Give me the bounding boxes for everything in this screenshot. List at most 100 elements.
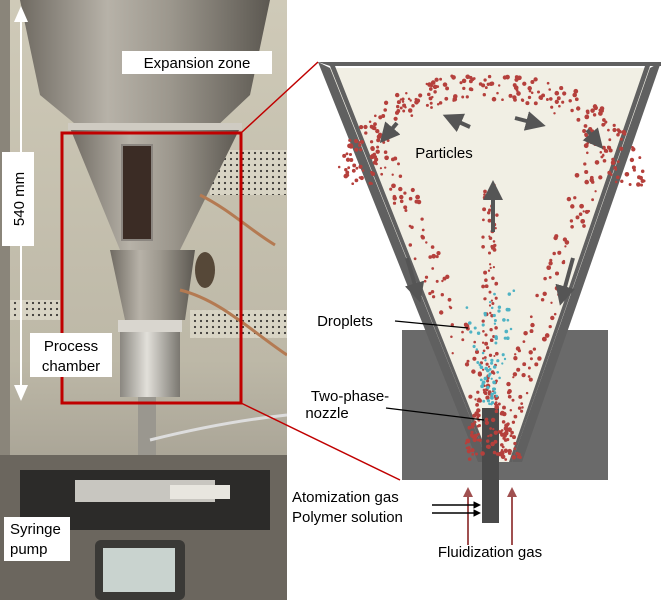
particle [493,402,497,406]
particle [569,219,574,223]
particle [381,114,386,118]
particle [494,326,498,330]
particle [491,301,495,306]
particle [466,449,471,454]
droplet [494,335,498,339]
droplet [501,353,505,357]
droplet [503,357,507,361]
particle [410,187,415,193]
particle [337,165,341,169]
particle [343,173,349,179]
particle [572,92,577,98]
particle [433,90,437,94]
particle [403,205,408,210]
particle [399,194,404,200]
particle [421,235,425,240]
particle [490,81,495,86]
particle [575,215,580,220]
two-phase-nozzle [482,408,499,523]
droplet [509,327,513,331]
flow-arrow [514,111,546,131]
particle [529,357,533,361]
particle [549,97,553,101]
particle [441,279,444,283]
particle [497,402,501,406]
particle [570,204,575,209]
particle [470,425,475,429]
particle [518,394,523,399]
process-chamber-label-2: chamber [42,358,100,375]
particle [431,295,436,299]
particle [425,241,428,244]
particle [632,168,636,172]
particle [461,95,465,99]
particle [640,169,645,174]
particle [465,74,471,80]
particle [614,168,618,171]
droplet [493,391,497,395]
particle [482,349,486,353]
syringe-pump-label-2: pump [10,541,48,558]
particle [494,296,498,300]
pump-display [103,548,175,592]
particle [461,78,467,84]
particle [351,168,356,173]
particle [584,133,589,138]
particle [359,148,363,152]
droplet [482,399,486,403]
particle [510,430,514,435]
particle [482,218,485,222]
particle [584,114,590,120]
particle [445,86,450,91]
particle [477,432,480,436]
particle [369,124,374,129]
particle [494,409,499,414]
droplets-leader [394,320,469,329]
dimension-label-box [2,152,34,246]
particle [347,166,351,170]
particle [413,257,417,261]
droplet [495,394,499,398]
particle [472,437,477,443]
particle [483,78,487,82]
particle [631,147,636,152]
particle [470,430,474,434]
droplet [486,399,491,403]
particle-cloud [337,74,646,461]
particle [358,164,363,169]
particle [530,322,535,328]
particle [370,170,373,174]
particle [484,284,489,289]
particle [488,236,493,241]
droplet [481,381,485,386]
particle [494,227,497,230]
particle [586,151,589,155]
highlight-frame [60,131,243,405]
particle [482,330,485,333]
particle [430,80,436,85]
particle [433,85,436,88]
particle [485,395,490,400]
particle [409,99,412,102]
particle [450,323,454,327]
particle [348,143,354,149]
particle [411,103,415,108]
process-cylinder [120,332,180,397]
particle [638,175,643,180]
droplet [490,396,494,400]
particle [430,245,435,249]
particle [360,139,364,144]
particle [628,183,632,186]
particle [525,101,530,106]
particle [619,137,623,141]
particle [375,150,380,154]
particle [482,93,486,97]
particle [393,116,398,121]
particle [483,193,486,196]
particle [512,376,515,379]
particle [499,450,505,456]
particle [515,88,519,92]
droplet [465,306,469,309]
particle [474,349,480,355]
particle [489,427,492,430]
